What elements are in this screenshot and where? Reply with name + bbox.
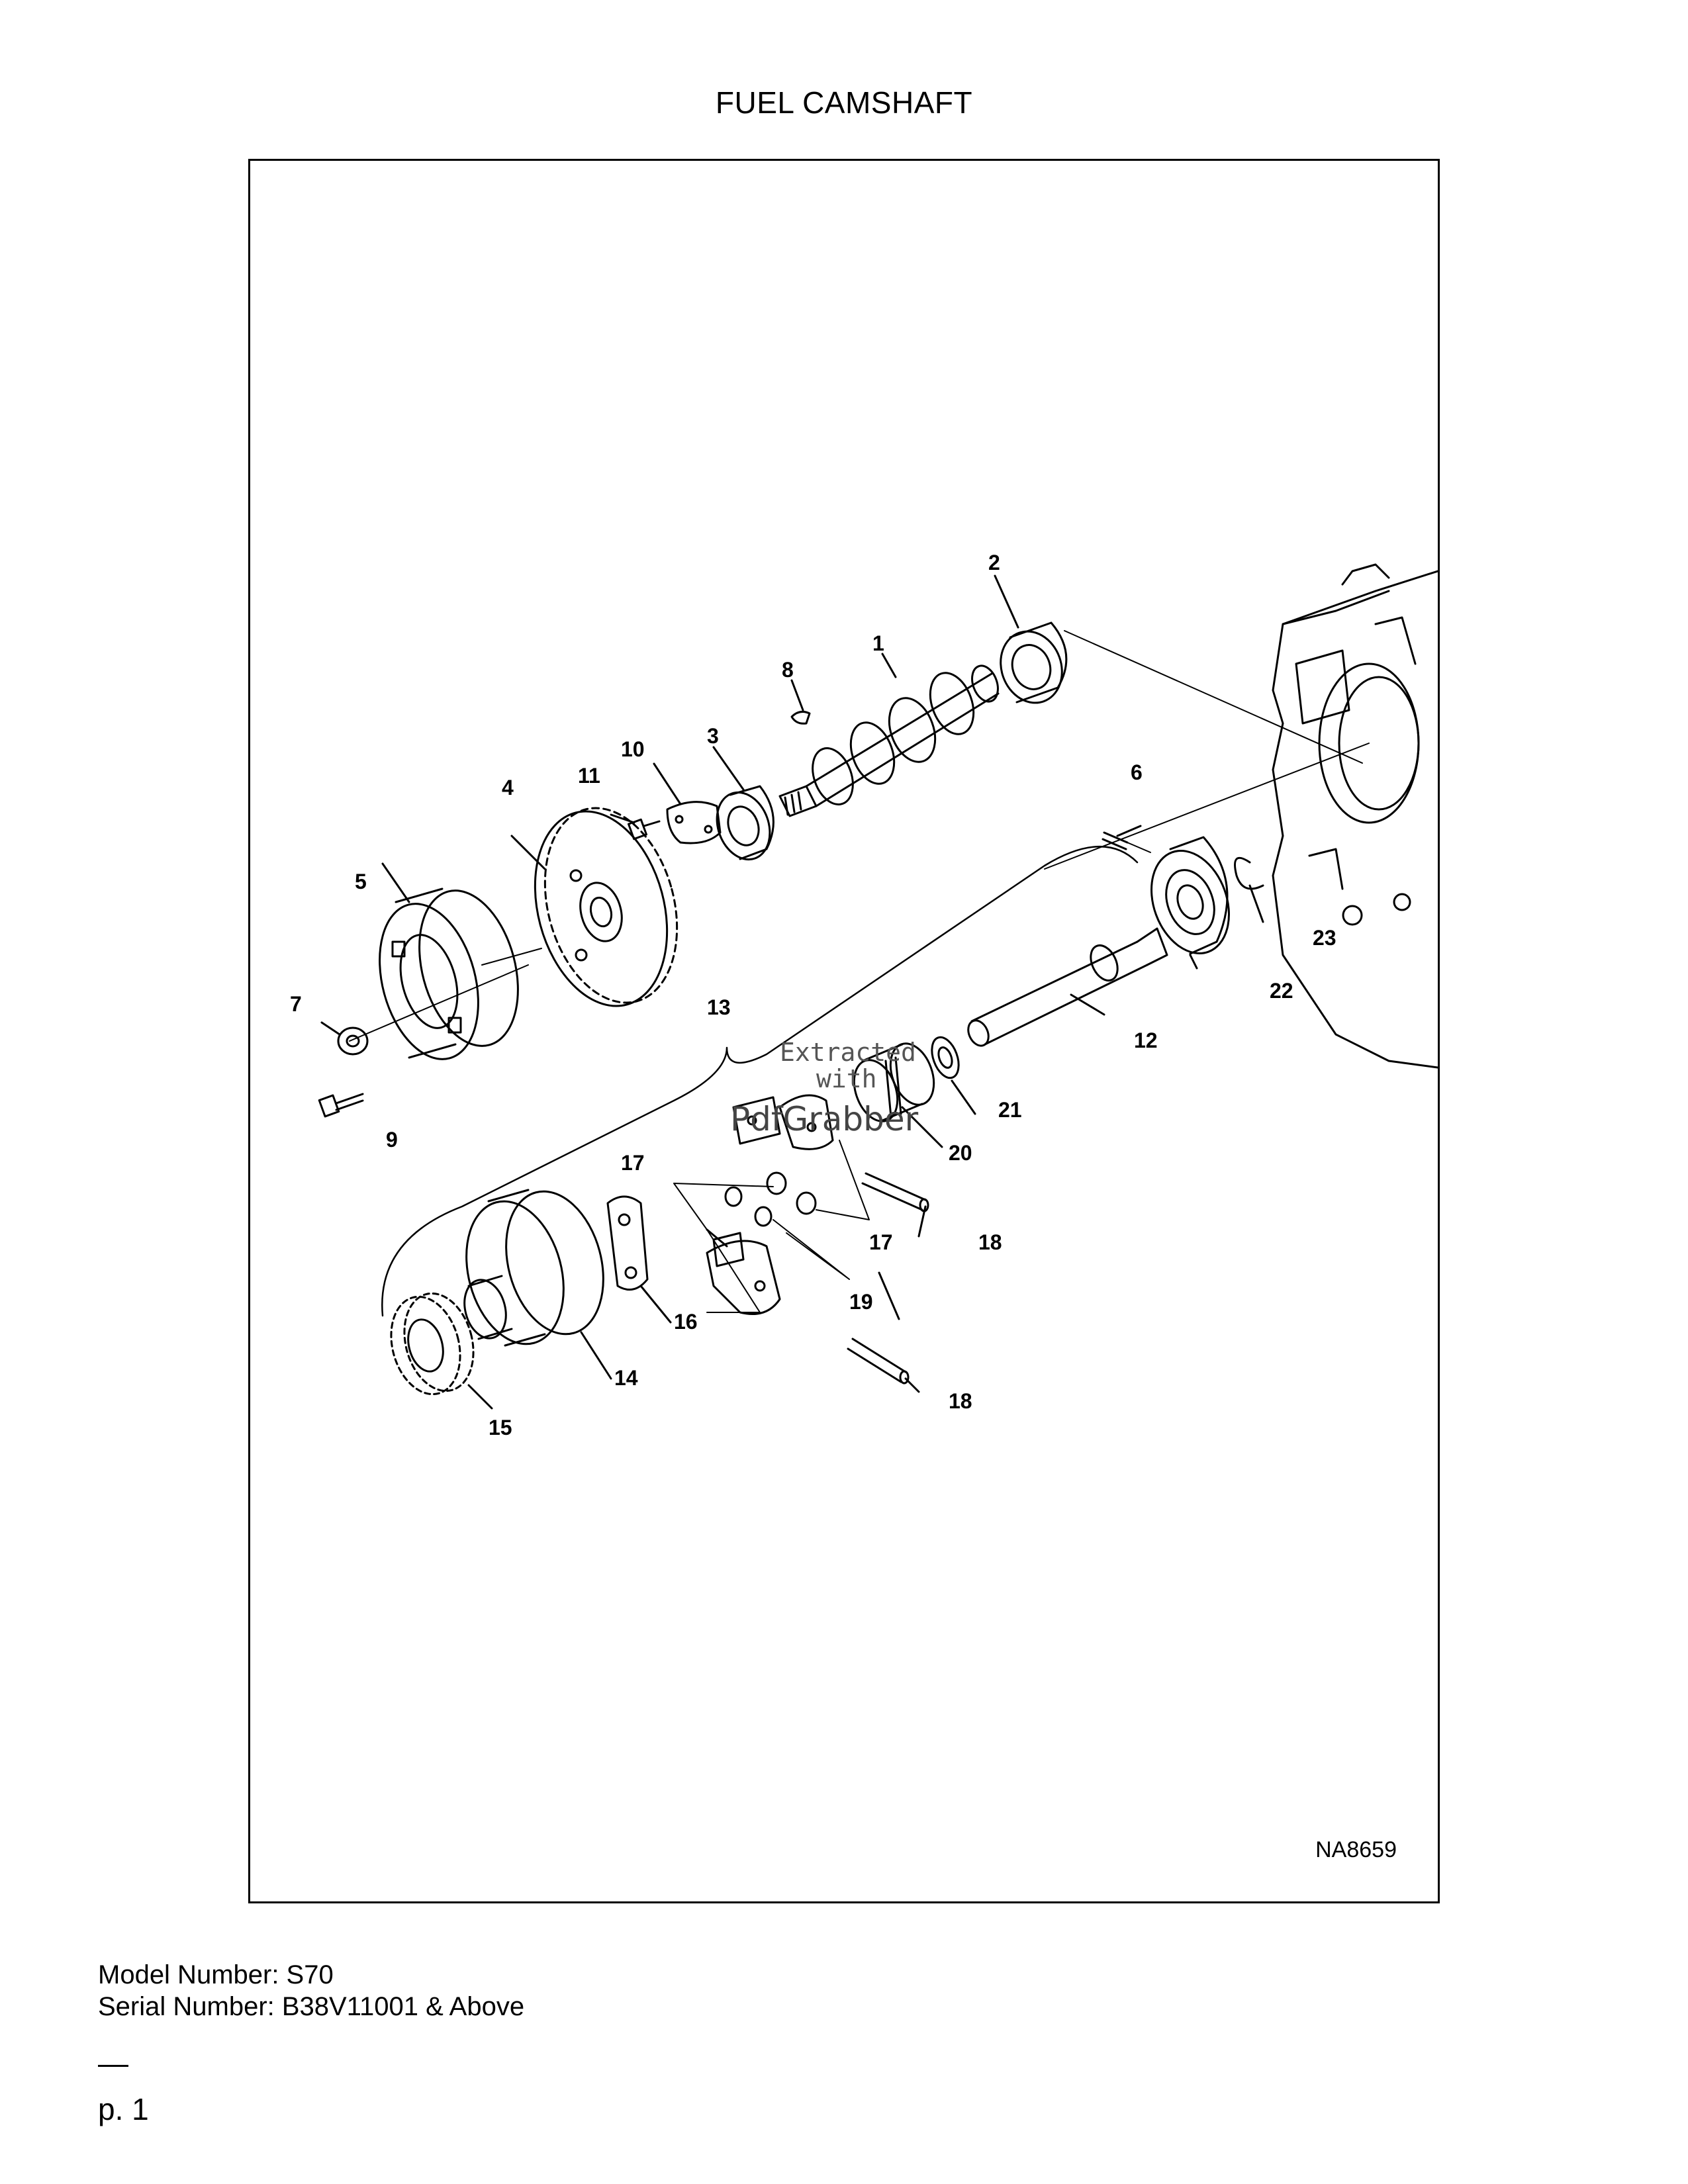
- part-stud-6: [1102, 831, 1151, 853]
- part-pin-18-upper: [861, 1172, 929, 1212]
- page-title: FUEL CAMSHAFT: [715, 85, 973, 120]
- callout-11: 11: [578, 764, 600, 788]
- callout-20: 20: [949, 1141, 972, 1165]
- callout-4: 4: [502, 776, 514, 799]
- callout-13: 13: [707, 995, 731, 1019]
- callout-23: 23: [1313, 926, 1336, 950]
- serial-number: Serial Number: B38V11001 & Above: [98, 1992, 525, 2021]
- part-bearing-22: [1150, 836, 1230, 955]
- part-weight-19: [706, 1232, 781, 1315]
- callout-12: 12: [1134, 1028, 1158, 1052]
- callout-17-right: 17: [869, 1230, 893, 1254]
- part-flange-5: [379, 887, 519, 1060]
- exploded-parts-diagram: 2 1 8 3 10 11 4 5 7 9 6 23 22 12 13 21 2…: [290, 551, 1438, 1439]
- watermark: Extracted with PdfGrabber: [730, 1038, 919, 1138]
- part-pin-18-lower: [847, 1338, 910, 1385]
- callout-8: 8: [782, 658, 794, 682]
- callout-16: 16: [674, 1310, 698, 1334]
- callout-3: 3: [707, 724, 719, 748]
- callout-9: 9: [386, 1128, 398, 1152]
- page-number: p. 1: [98, 2092, 149, 2126]
- diagram-frame: 2 1 8 3 10 11 4 5 7 9 6 23 22 12 13 21 2…: [248, 159, 1440, 1903]
- part-holder-16: [606, 1195, 649, 1291]
- callout-19: 19: [849, 1290, 873, 1314]
- part-washer-21: [931, 1036, 960, 1079]
- part-sleeve-20: [853, 1042, 935, 1122]
- part-bolt-17: [724, 1171, 817, 1227]
- model-number: Model Number: S70: [98, 1960, 334, 1989]
- callout-10: 10: [621, 737, 645, 761]
- callout-21: 21: [998, 1098, 1022, 1122]
- callout-2: 2: [988, 551, 1000, 574]
- part-gear-15: [390, 1292, 475, 1396]
- callout-6: 6: [1131, 760, 1143, 784]
- callout-1: 1: [872, 631, 884, 655]
- part-shaft-12: [967, 927, 1168, 1047]
- callout-17-left: 17: [621, 1151, 645, 1175]
- part-key-8: [790, 710, 811, 725]
- svg-text:with: with: [816, 1064, 877, 1093]
- part-nut-7: [337, 1026, 369, 1056]
- callout-15: 15: [489, 1416, 512, 1439]
- page-number-rule: [98, 2065, 128, 2067]
- part-bolt-11: [627, 818, 661, 841]
- callout-18-upper: 18: [978, 1230, 1002, 1254]
- part-plate-10: [666, 801, 722, 844]
- part-bearing-3: [716, 785, 774, 861]
- part-snap-ring-23: [1234, 856, 1264, 890]
- svg-text:Extracted: Extracted: [780, 1038, 916, 1067]
- part-weight-17-upper: [732, 1094, 834, 1150]
- callout-22: 22: [1270, 979, 1293, 1003]
- callout-18-lower: 18: [949, 1389, 972, 1413]
- part-bolt-9: [318, 1093, 364, 1118]
- part-bearing-2: [1000, 621, 1068, 704]
- part-gear-4: [534, 807, 679, 1007]
- callout-7: 7: [290, 992, 302, 1016]
- callout-14: 14: [614, 1366, 638, 1390]
- callout-5: 5: [355, 870, 367, 893]
- engine-block-outline: [1272, 563, 1438, 1069]
- part-camshaft-1: [778, 664, 1000, 817]
- svg-text:PdfGrabber: PdfGrabber: [730, 1100, 919, 1138]
- drawing-id: NA8659: [1315, 1837, 1397, 1862]
- part-hub-14: [463, 1189, 604, 1347]
- assembly-bracket-13: [381, 845, 1139, 1317]
